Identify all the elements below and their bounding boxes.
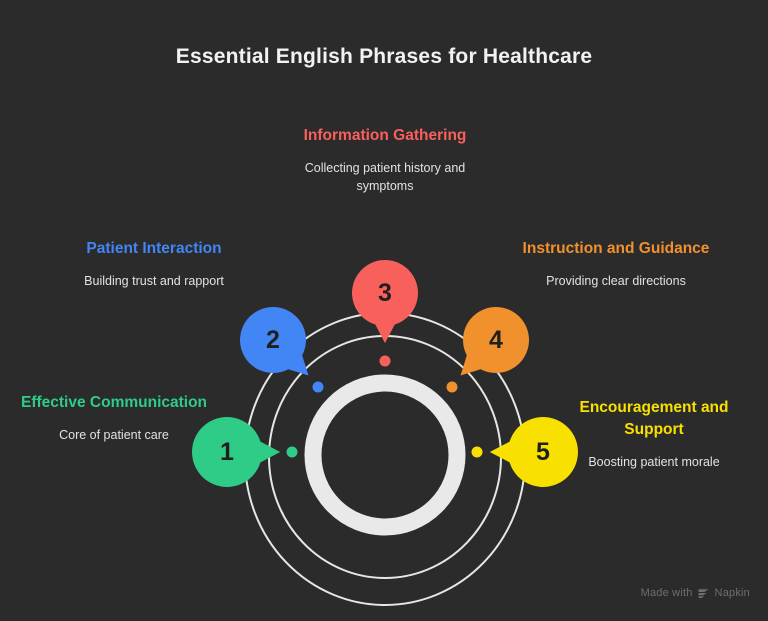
bubble-4[interactable] xyxy=(460,307,529,376)
watermark-brand: Napkin xyxy=(714,587,750,599)
ring-dot-4[interactable] xyxy=(446,381,458,393)
ring-dot-3[interactable] xyxy=(379,355,391,367)
ring-dot-2[interactable] xyxy=(312,381,324,393)
callout-description-3: Collecting patient history and symptoms xyxy=(304,161,466,193)
ring-dot-1[interactable] xyxy=(286,446,298,458)
callout-description-1: Core of patient care xyxy=(59,428,169,442)
callout-description-5: Boosting patient morale xyxy=(588,455,720,469)
callout-title-1: Effective Communication xyxy=(20,394,208,411)
bubble-3[interactable] xyxy=(352,259,419,344)
napkin-logo-icon xyxy=(698,588,710,599)
callout-description-4: Providing clear directions xyxy=(546,274,686,288)
ring-dot-5[interactable] xyxy=(471,446,483,458)
callout-title-5: Encouragement and Support xyxy=(579,399,729,438)
bubble-1[interactable] xyxy=(191,417,281,487)
bubble-5[interactable] xyxy=(489,417,578,487)
watermark-prefix: Made with xyxy=(640,587,693,599)
callout-title-4: Instruction and Guidance xyxy=(522,240,710,257)
page-title: Essential English Phrases for Healthcare xyxy=(175,45,593,68)
numbered-bubbles xyxy=(191,259,578,487)
bubble-2[interactable] xyxy=(239,307,309,376)
callout-title-3: Information Gathering xyxy=(303,127,467,144)
callout-description-2: Building trust and rapport xyxy=(84,274,224,288)
callout-title-2: Patient Interaction xyxy=(86,240,222,257)
napkin-watermark: Made with Napkin xyxy=(641,587,750,599)
ring-dots xyxy=(286,355,483,458)
